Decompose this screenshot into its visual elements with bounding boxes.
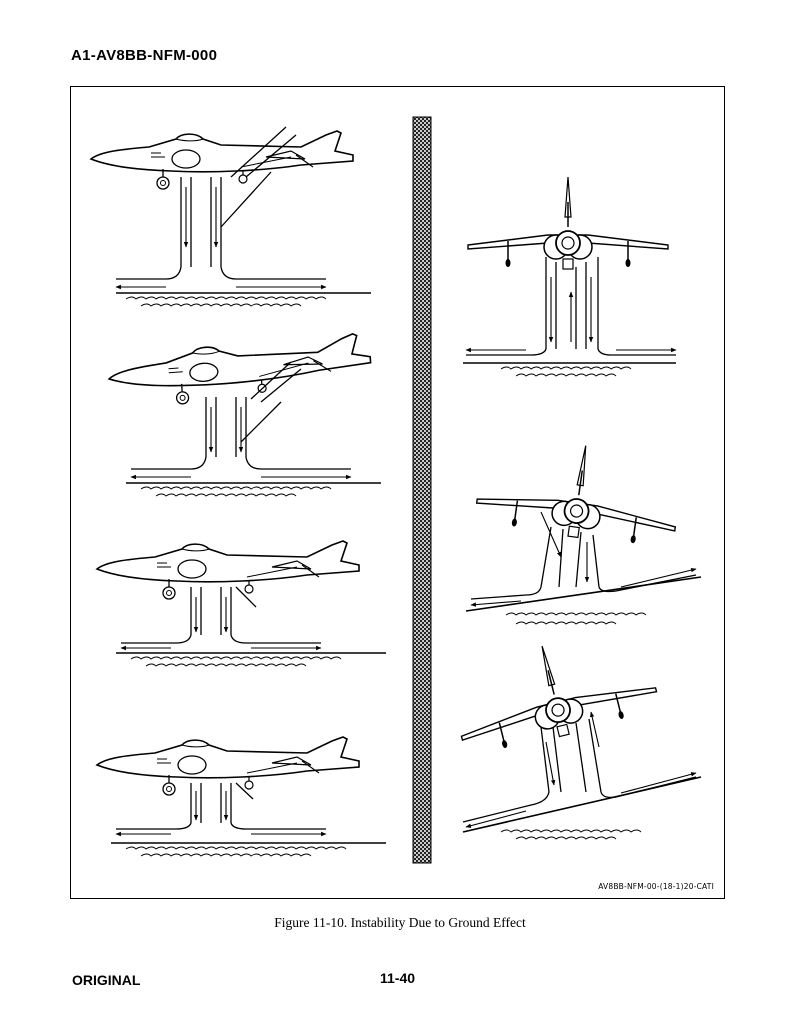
side-view-1 — [90, 126, 371, 307]
front-view-3 — [444, 620, 702, 840]
figure-frame: AV8BB-NFM-00-(18-1)20-CATI — [70, 86, 725, 899]
side-view-3 — [96, 540, 386, 667]
figure-caption: Figure 11-10. Instability Due to Ground … — [274, 915, 526, 930]
side-view-4 — [96, 736, 386, 857]
document-header: A1-AV8BB-NFM-000 — [71, 47, 218, 64]
footer-revision: ORIGINAL — [72, 972, 141, 988]
front-view-2 — [465, 430, 702, 625]
figure-code: AV8BB-NFM-00-(18-1)20-CATI — [598, 882, 714, 891]
page-number: 11-40 — [380, 970, 416, 986]
front-view-1 — [463, 176, 677, 377]
center-divider — [412, 116, 432, 864]
figure-illustration — [90, 116, 702, 864]
side-view-2 — [106, 331, 381, 497]
